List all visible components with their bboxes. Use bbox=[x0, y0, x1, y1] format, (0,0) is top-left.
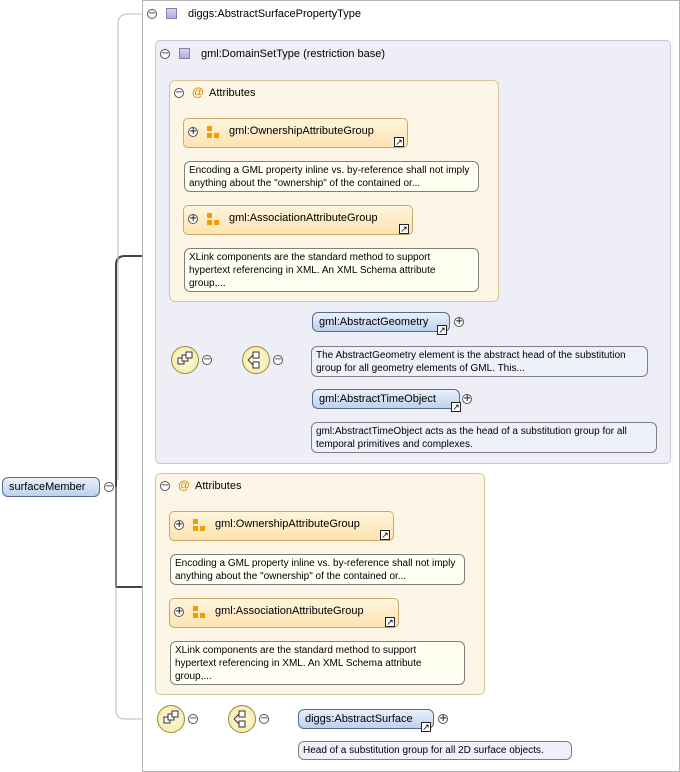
restriction-title: gml:DomainSetType (restriction base) bbox=[201, 48, 386, 60]
expand-icon[interactable]: + bbox=[188, 126, 198, 137]
sequence-icon bbox=[157, 705, 185, 733]
attribute-group-ownership[interactable] bbox=[183, 118, 408, 148]
attribute-group-label: gml:AssociationAttributeGroup bbox=[215, 605, 364, 617]
expand-icon[interactable]: + bbox=[454, 316, 464, 327]
attribute-icon: @ bbox=[192, 85, 204, 99]
attribute-group-icon bbox=[193, 606, 205, 618]
collapse-attributes-toggle[interactable]: − bbox=[160, 480, 170, 491]
element-abstract-surface[interactable]: diggs:AbstractSurface bbox=[298, 709, 434, 729]
sequence-icon bbox=[171, 346, 199, 374]
documentation-note: XLink components are the standard method… bbox=[184, 248, 479, 292]
link-icon[interactable]: ↗ bbox=[399, 224, 409, 234]
element-abstract-time-object[interactable]: gml:AbstractTimeObject bbox=[312, 389, 460, 409]
attributes-label: Attributes bbox=[195, 480, 242, 492]
attribute-group-icon bbox=[207, 213, 219, 225]
link-icon[interactable]: ↗ bbox=[394, 137, 404, 147]
expand-icon[interactable]: + bbox=[174, 606, 184, 617]
expand-icon[interactable]: + bbox=[188, 213, 198, 224]
link-icon[interactable]: ↗ bbox=[451, 402, 461, 412]
documentation-note: XLink components are the standard method… bbox=[170, 641, 465, 685]
documentation-note: Encoding a GML property inline vs. by-re… bbox=[184, 161, 479, 192]
link-icon[interactable]: ↗ bbox=[437, 325, 447, 335]
complex-type-icon bbox=[166, 8, 177, 19]
expand-icon[interactable]: + bbox=[438, 713, 448, 724]
documentation-note: gml:AbstractTimeObject acts as the head … bbox=[311, 422, 657, 453]
type-title: diggs:AbstractSurfacePropertyType bbox=[188, 8, 362, 20]
attribute-group-association[interactable] bbox=[169, 598, 399, 628]
attribute-group-association[interactable] bbox=[183, 205, 413, 235]
collapse-restriction-toggle[interactable]: − bbox=[160, 48, 170, 59]
expand-icon[interactable]: + bbox=[462, 393, 472, 404]
choice-icon bbox=[242, 346, 270, 374]
attribute-group-ownership[interactable] bbox=[169, 511, 394, 541]
documentation-note: Head of a substitution group for all 2D … bbox=[298, 741, 572, 760]
collapse-type-toggle[interactable]: − bbox=[147, 8, 157, 19]
link-icon[interactable]: ↗ bbox=[385, 617, 395, 627]
complex-type-icon bbox=[179, 48, 190, 59]
collapse-sequence-toggle[interactable]: − bbox=[259, 713, 269, 724]
element-abstract-geometry[interactable]: gml:AbstractGeometry bbox=[312, 312, 450, 332]
collapse-sequence-toggle[interactable]: − bbox=[188, 713, 198, 724]
link-icon[interactable]: ↗ bbox=[421, 722, 431, 732]
attribute-icon: @ bbox=[178, 478, 190, 492]
collapse-choice-toggle[interactable]: − bbox=[273, 354, 283, 365]
attribute-group-label: gml:OwnershipAttributeGroup bbox=[215, 518, 360, 530]
attribute-group-label: gml:OwnershipAttributeGroup bbox=[229, 125, 374, 137]
attributes-label: Attributes bbox=[209, 87, 256, 99]
expand-icon[interactable]: + bbox=[174, 519, 184, 530]
documentation-note: Encoding a GML property inline vs. by-re… bbox=[170, 554, 465, 585]
attribute-group-label: gml:AssociationAttributeGroup bbox=[229, 212, 378, 224]
collapse-element-toggle[interactable]: − bbox=[104, 481, 114, 492]
documentation-note: The AbstractGeometry element is the abst… bbox=[311, 346, 648, 377]
attribute-group-icon bbox=[193, 519, 205, 531]
element-surface-member[interactable]: surfaceMember bbox=[2, 477, 100, 497]
collapse-sequence-toggle[interactable]: − bbox=[202, 354, 212, 365]
attribute-group-icon bbox=[207, 126, 219, 138]
collapse-attributes-toggle[interactable]: − bbox=[174, 87, 184, 98]
link-icon[interactable]: ↗ bbox=[380, 530, 390, 540]
sequence-icon bbox=[228, 705, 256, 733]
